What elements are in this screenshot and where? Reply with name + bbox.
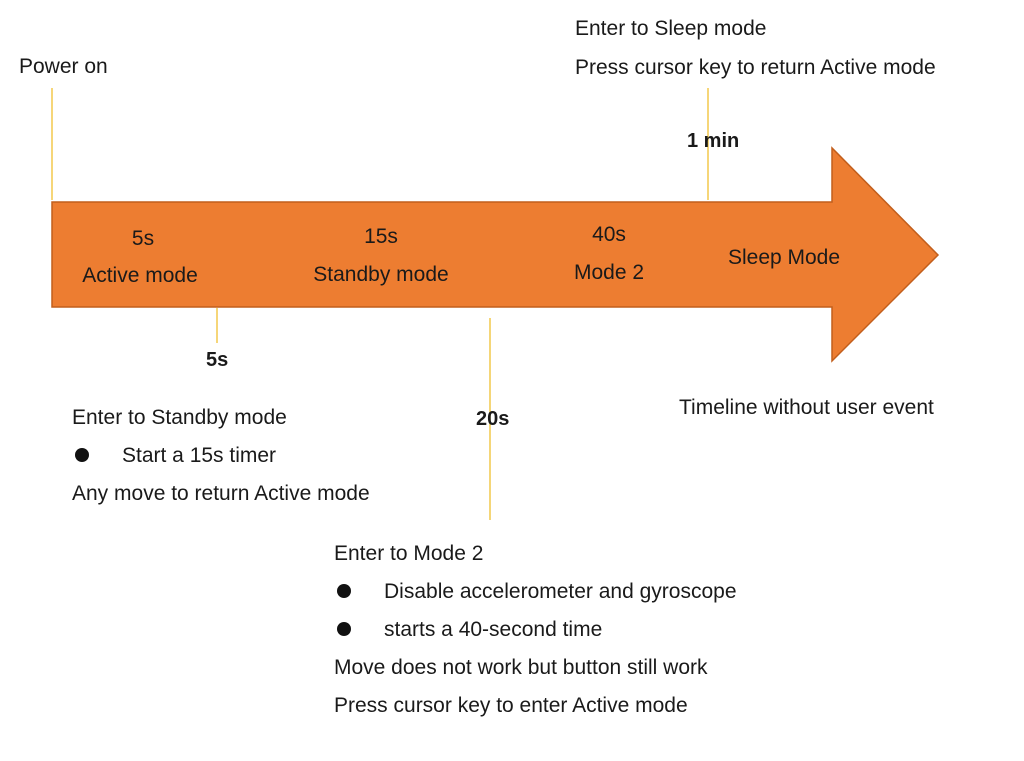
power-on-label: Power on <box>19 55 108 78</box>
stage-mode2-duration: 40s <box>592 223 626 246</box>
mode2-heading: Enter to Mode 2 <box>334 542 484 565</box>
stage-sleep-mode: Sleep Mode <box>727 246 841 269</box>
standby-bullet-text: Start a 15s timer <box>122 444 277 467</box>
timeline-caption: Timeline without user event <box>679 396 934 419</box>
tick-label-20s: 20s <box>476 408 510 430</box>
sleep-enter-label: Enter to Sleep mode <box>575 17 767 40</box>
bullet-icon <box>337 584 351 598</box>
timeline-arrow <box>51 146 940 363</box>
stage-standby-mode: Standby mode <box>313 263 449 286</box>
tick-label-5s: 5s <box>206 349 229 371</box>
stage-active-duration: 5s <box>131 227 155 250</box>
standby-footer: Any move to return Active mode <box>72 482 370 505</box>
sleep-return-label: Press cursor key to return Active mode <box>575 56 936 79</box>
mode2-footer-cursor: Press cursor key to enter Active mode <box>334 694 688 717</box>
tick-label-1min: 1 min <box>687 130 740 152</box>
bullet-icon <box>337 622 351 636</box>
standby-heading: Enter to Standby mode <box>72 406 287 429</box>
stage-standby-duration: 15s <box>364 225 398 248</box>
mode2-footer-move: Move does not work but button still work <box>334 656 708 679</box>
mode2-bullet-text: starts a 40-second time <box>384 618 603 641</box>
stage-mode2-mode: Mode 2 <box>573 261 645 284</box>
mode2-bullet-text: Disable accelerometer and gyroscope <box>384 580 737 603</box>
stage-active-mode: Active mode <box>82 264 198 287</box>
bullet-icon <box>75 448 89 462</box>
